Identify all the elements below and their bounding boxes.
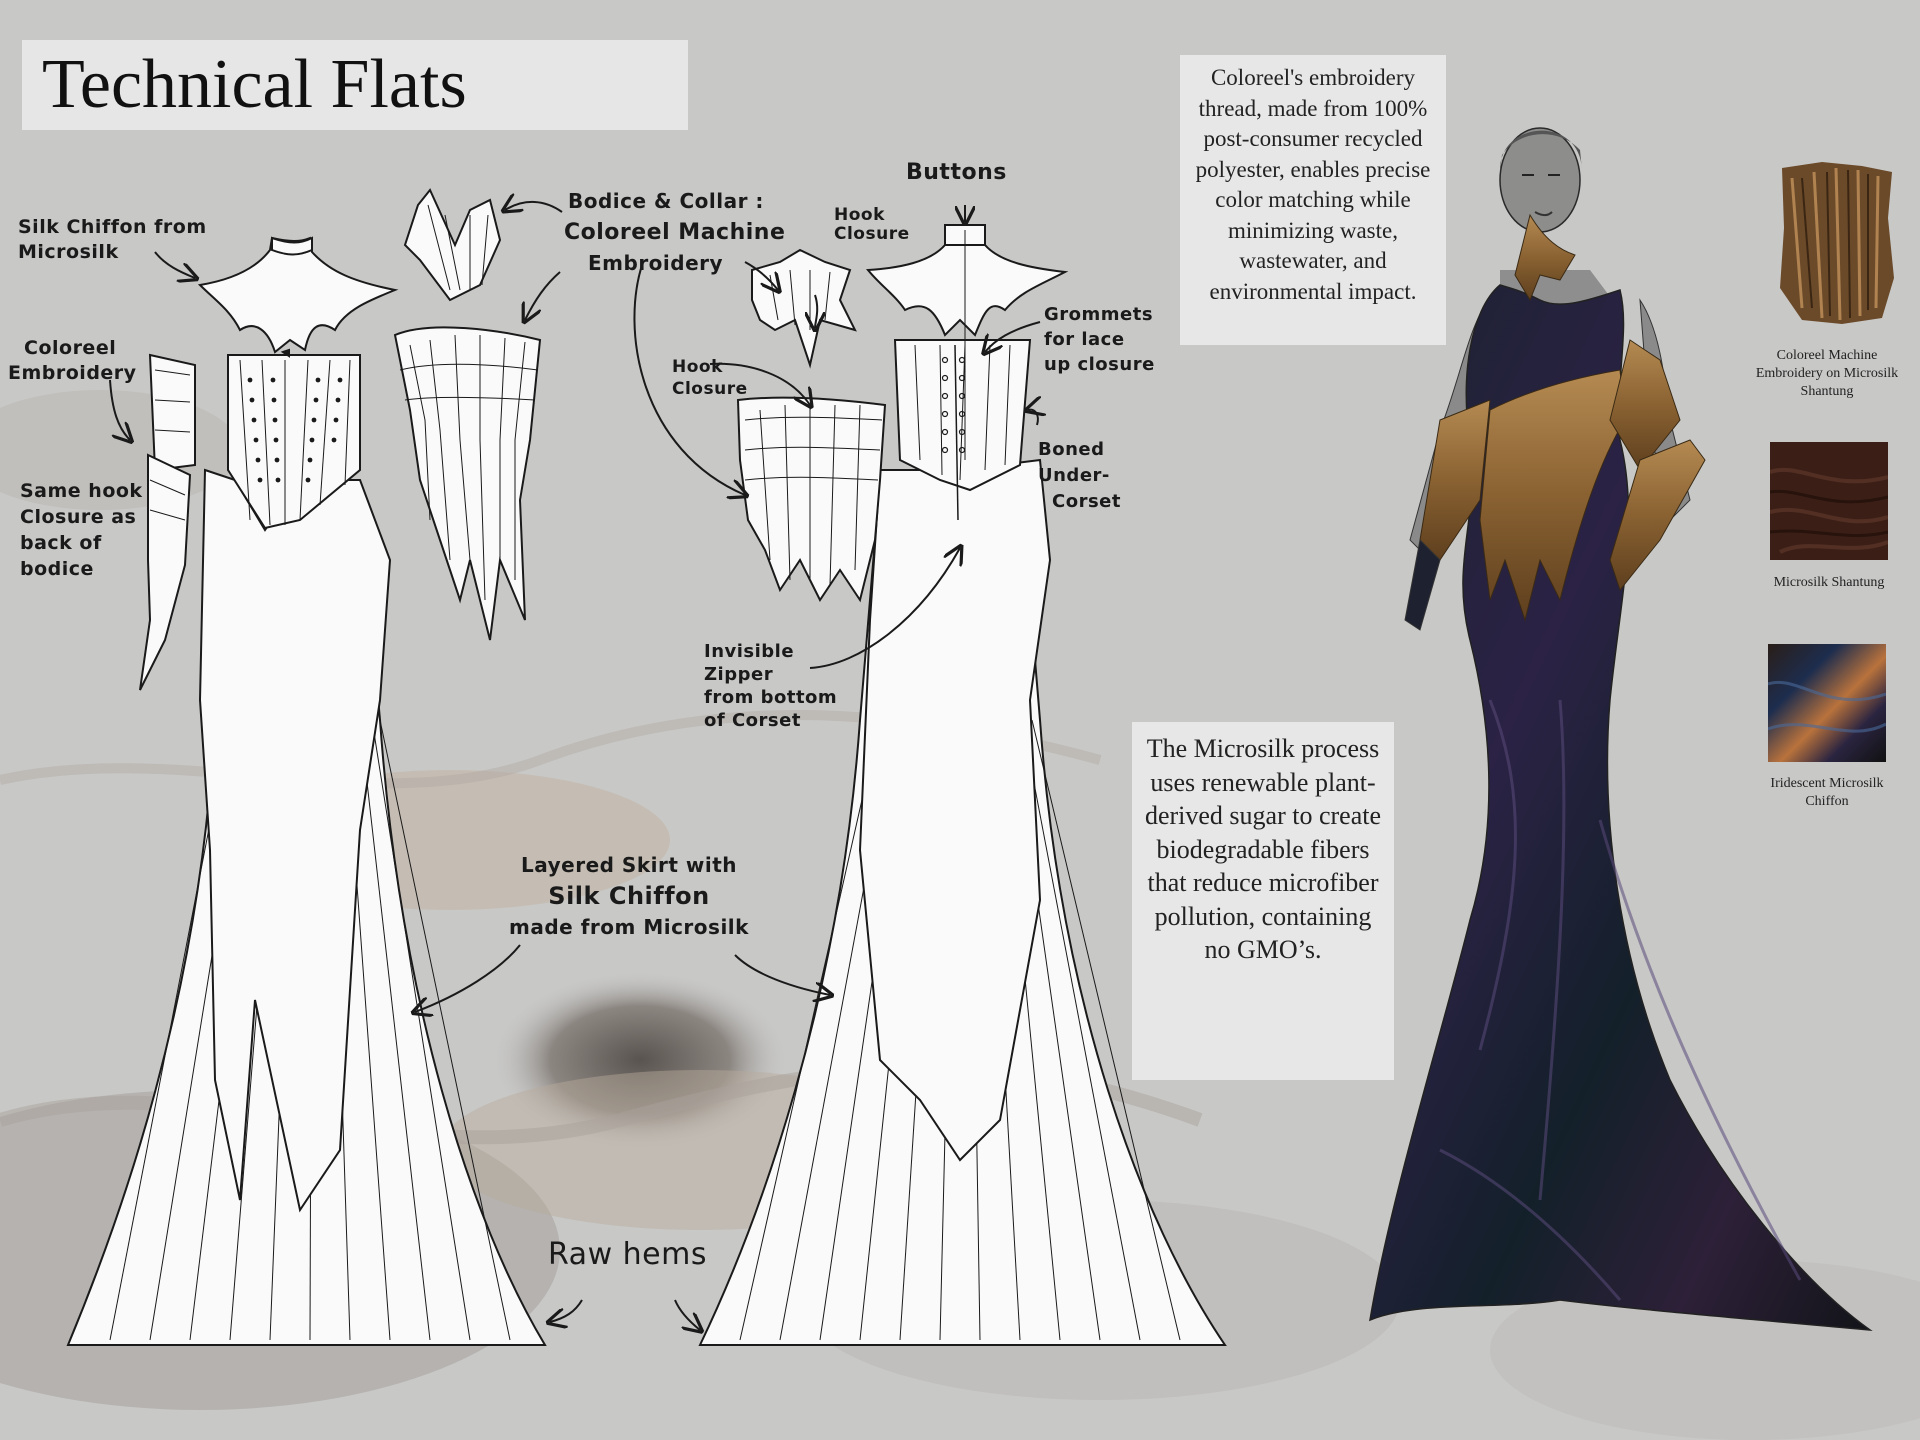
iridescent-swatch (1768, 644, 1886, 762)
annotation-same-hook: Same hook Closure as back of bodice (20, 480, 143, 580)
model-figure (1369, 127, 1873, 1331)
annotation-buttons: Buttons (906, 160, 1007, 185)
annotation-hook-closure-mid: Hook Closure (672, 357, 748, 399)
swatch-label-iridescent: Iridescent Microsilk Chiffon (1770, 776, 1884, 809)
shantung-swatch (1770, 442, 1888, 560)
annotation-bodice-collar: Bodice & Collar : Coloreel Machine Embro… (564, 189, 786, 275)
annotation-invisible-zipper: Invisible Zipper from bottom of Corset (704, 641, 838, 731)
swatch-label-embroidery: Coloreel Machine Embroidery on Microsilk… (1755, 348, 1899, 399)
front-gown-flat (66, 188, 547, 1346)
bodice-embroidery (1479, 369, 1626, 622)
microsilk-info-box: The Microsilk process uses renewable pla… (1132, 722, 1394, 1080)
swatch-label-shantung: Microsilk Shantung (1773, 575, 1885, 590)
annotation-silk-chiffon: Silk Chiffon from Microsilk (18, 216, 207, 263)
annotation-boned-corset: Boned Under- Corset (1038, 439, 1121, 512)
coloreel-info-text: Coloreel's embroidery thread, made from … (1195, 65, 1431, 304)
annotation-raw-hems: Raw hems (548, 1237, 707, 1272)
collar-embroidery (1514, 213, 1576, 302)
annotation-grommets: Grommets for lace up closure (1044, 304, 1155, 375)
microsilk-info-text: The Microsilk process uses renewable pla… (1144, 734, 1382, 964)
callout-arrows (109, 202, 1040, 1330)
annotation-layered-skirt: Layered Skirt with Silk Chiffon made fro… (509, 853, 749, 939)
embroidery-swatch (1780, 162, 1894, 324)
coloreel-info-box: Coloreel's embroidery thread, made from … (1180, 55, 1446, 345)
annotation-coloreel-embroidery: Coloreel Embroidery (8, 337, 137, 384)
page-title: Technical Flats (42, 46, 467, 123)
title-box: Technical Flats (22, 40, 688, 130)
annotation-hook-closure-top: Hook Closure (834, 205, 910, 244)
